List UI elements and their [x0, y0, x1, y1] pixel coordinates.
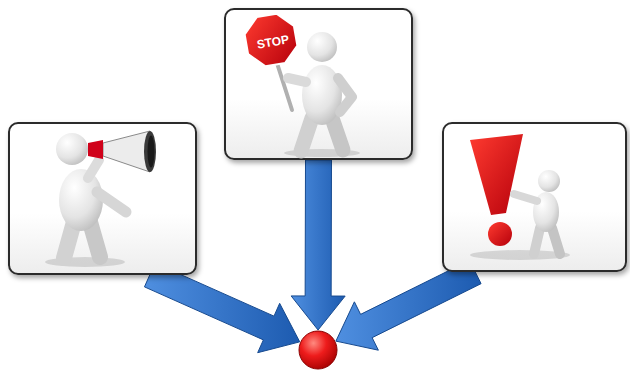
- exclamation-dot: [488, 222, 512, 246]
- exclamation-bar: [470, 134, 523, 215]
- stop-figure: [242, 11, 360, 157]
- sign-pole: [276, 60, 292, 110]
- flow-arrow: [144, 263, 299, 353]
- figure-leg: [64, 222, 74, 258]
- figure-body: [59, 169, 103, 231]
- illustration-box: [8, 122, 197, 275]
- ground-shadow: [470, 250, 570, 260]
- figure-arm: [514, 194, 537, 201]
- figure-body: [302, 65, 342, 125]
- ground-shadow: [45, 257, 125, 267]
- megaphone-bell: [148, 136, 155, 168]
- figure-arm: [338, 78, 352, 112]
- figure-head: [307, 32, 337, 62]
- figure-head: [56, 133, 88, 165]
- exclamation-figure: [470, 134, 570, 260]
- figure-leg: [301, 118, 312, 151]
- illustration-box: STOP: [224, 8, 413, 160]
- red-dot: [299, 331, 337, 369]
- sign-octagon: [242, 11, 300, 69]
- figure-leg: [332, 118, 343, 150]
- figure-arm: [97, 192, 126, 212]
- megaphone-cone: [103, 131, 150, 172]
- megaphone-mouthpiece: [88, 140, 103, 159]
- sign-text: STOP: [248, 31, 298, 53]
- figure-leg: [552, 228, 560, 254]
- flow-arrow: [336, 260, 481, 350]
- circle-outline: [298, 330, 338, 370]
- figure-leg: [90, 222, 100, 257]
- ground-shadow: [284, 149, 360, 157]
- figure-head: [538, 170, 560, 192]
- figure-leg: [534, 228, 540, 254]
- stop-sign: [242, 11, 300, 69]
- figure-arm: [288, 78, 306, 82]
- flow-arrow: [291, 160, 345, 330]
- illustration-box: [442, 122, 627, 272]
- figure-arm: [88, 160, 99, 178]
- target-circle: [298, 330, 338, 370]
- megaphone-bell: [144, 131, 156, 172]
- megaphone-figure: [45, 131, 156, 267]
- figure-body: [533, 192, 559, 232]
